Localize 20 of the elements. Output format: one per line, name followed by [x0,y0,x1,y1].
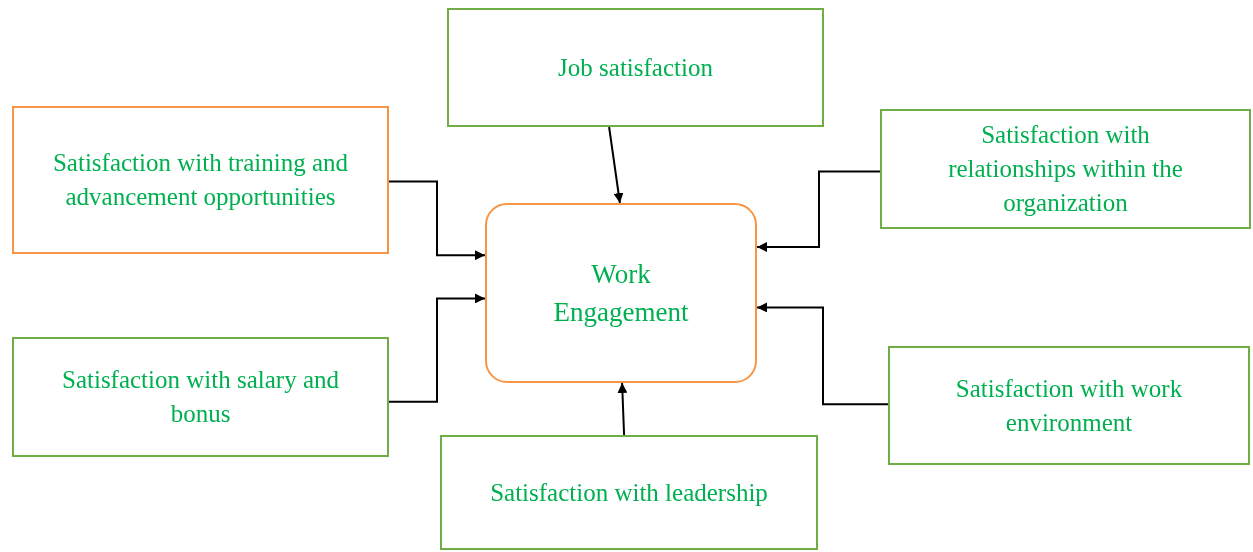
arrow [608,126,624,204]
box-label: Satisfaction with leadership [490,477,768,508]
arrow [388,293,486,403]
box-label: Satisfaction with work environment [954,373,1184,438]
box-label: Satisfaction with training and advancement opportunities [51,148,350,212]
factor-box [888,346,1250,465]
box-label: Job satisfaction [558,52,713,83]
arrow [388,180,486,261]
factor-box [447,8,824,127]
factor-box [440,435,818,550]
arrow [756,302,889,406]
box-label: Satisfaction with relationships within the organization [947,120,1184,218]
central-box [485,203,757,383]
box-label: Satisfaction with salary and bonus [61,365,340,429]
box-label: Work Engagement [552,258,690,329]
arrow [756,170,881,253]
factor-box [880,109,1251,229]
factor-box [12,337,389,457]
factor-box [12,106,389,254]
arrow [617,382,628,436]
